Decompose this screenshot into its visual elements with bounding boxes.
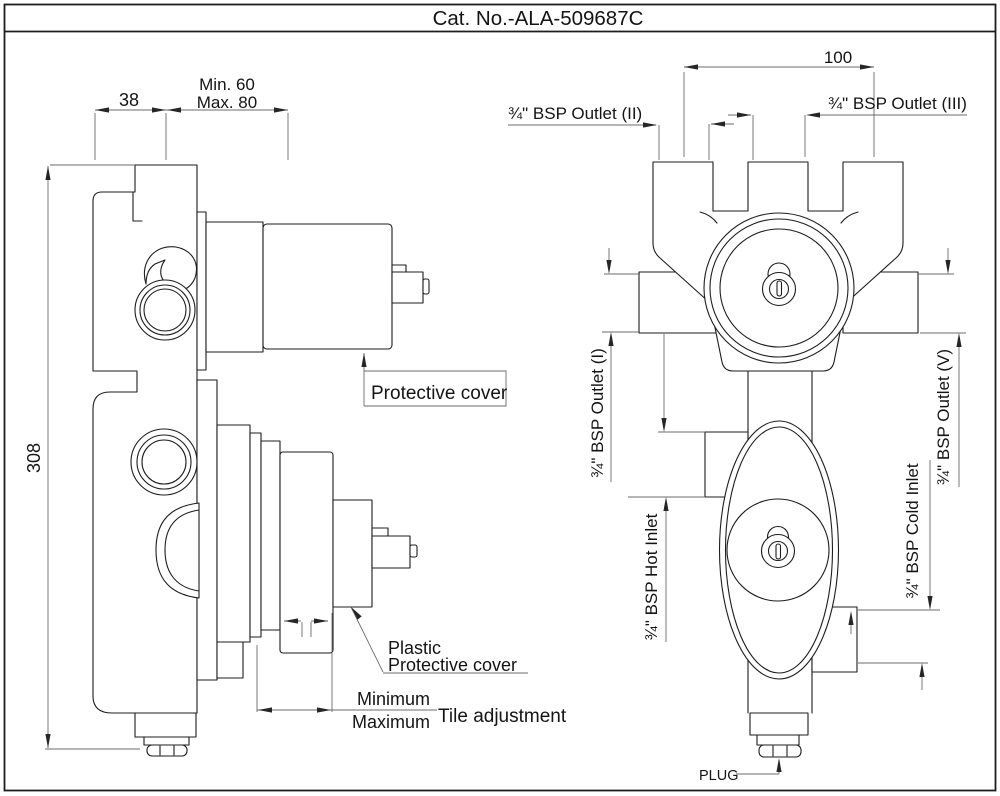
front-dial-screw-slot bbox=[776, 280, 783, 297]
arrowhead bbox=[663, 497, 669, 511]
front-diverter-screw-slot bbox=[775, 543, 782, 560]
arrowhead bbox=[711, 121, 725, 127]
arrowhead bbox=[919, 663, 925, 677]
side-upper-step-block bbox=[205, 221, 264, 353]
side-lower-block bbox=[216, 424, 251, 643]
arrowhead bbox=[95, 107, 109, 113]
outlet-3-label: ¾" BSP Outlet (III) bbox=[828, 94, 967, 113]
arrowhead bbox=[361, 353, 367, 367]
side-lower-boss-mid bbox=[136, 434, 192, 490]
side-plug-facets bbox=[159, 745, 175, 756]
side-upper-protective-cover bbox=[262, 223, 393, 350]
front-bottom-step bbox=[756, 734, 800, 746]
hot-inlet-label: ¾" BSP Hot Inlet bbox=[642, 513, 661, 640]
dim-38-label: 38 bbox=[119, 90, 139, 110]
cold-inlet-label: ¾" BSP Cold Inlet bbox=[903, 463, 922, 598]
front-plug-facets bbox=[772, 745, 788, 757]
side-upper-stem bbox=[391, 271, 424, 304]
dim-max80-label: Max. 80 bbox=[197, 93, 257, 112]
side-lower-plate-a bbox=[249, 432, 262, 638]
arrowhead bbox=[284, 618, 298, 624]
arrowhead bbox=[806, 112, 820, 118]
maximum-label: Maximum bbox=[352, 712, 430, 732]
arrowhead bbox=[167, 107, 181, 113]
arrowhead bbox=[776, 758, 782, 772]
arrowhead bbox=[152, 107, 166, 113]
arrowhead bbox=[945, 260, 951, 274]
sheet-border bbox=[3, 3, 997, 792]
side-lower-stem-tab bbox=[371, 527, 389, 537]
side-view: 38 Min. 60 Max. 80 308 Protective cover … bbox=[24, 75, 567, 757]
arrowhead bbox=[661, 418, 667, 432]
arrowhead bbox=[606, 260, 612, 274]
tile-adjustment-label: Tile adjustment bbox=[438, 706, 567, 727]
side-lower-stem-tip bbox=[409, 544, 418, 558]
arrowhead bbox=[860, 64, 874, 70]
arrowhead bbox=[608, 332, 614, 346]
arrowhead bbox=[351, 607, 362, 620]
side-body-step-line bbox=[132, 191, 143, 222]
side-arrowheads bbox=[45, 107, 367, 748]
arrowhead bbox=[317, 707, 331, 713]
outlet-2-label: ¾" BSP Outlet (II) bbox=[508, 104, 642, 123]
front-bottom-block bbox=[749, 712, 809, 736]
side-upper-boss-bore bbox=[143, 288, 187, 332]
dim-min60-label: Min. 60 bbox=[199, 75, 255, 94]
front-view: 100 ¾" BSP Outlet (II) ¾" BSP Outlet (II… bbox=[508, 48, 967, 784]
side-upper-boss-mid bbox=[139, 284, 191, 336]
arrowhead bbox=[956, 333, 962, 347]
front-arrowheads bbox=[606, 64, 962, 772]
dim-308-label: 308 bbox=[24, 443, 44, 473]
minimum-label: Minimum bbox=[357, 689, 430, 709]
arrowhead bbox=[684, 64, 698, 70]
dim-100-label: 100 bbox=[824, 48, 852, 67]
arrowhead bbox=[737, 112, 751, 118]
arrowhead bbox=[274, 107, 288, 113]
side-lower-boss-bore bbox=[141, 439, 187, 485]
plug-label: PLUG bbox=[699, 768, 739, 784]
arrowhead bbox=[45, 166, 51, 180]
arrowhead bbox=[643, 122, 657, 128]
side-lower-foot bbox=[216, 641, 244, 679]
arrowhead bbox=[45, 734, 51, 748]
front-dimension-lines bbox=[508, 66, 967, 775]
arrowhead bbox=[848, 611, 854, 625]
side-lower-boss-outer bbox=[130, 428, 198, 496]
side-override-hook-outer bbox=[143, 246, 197, 292]
side-knob-bulge-inner bbox=[164, 509, 200, 592]
plastic-cover-label-line2: Protective cover bbox=[388, 655, 517, 675]
title-block: Cat. No.-ALA-509687C bbox=[3, 3, 997, 792]
side-upper-stem-tab bbox=[391, 264, 407, 273]
side-lower-backplate bbox=[196, 379, 218, 681]
side-lower-plate-b bbox=[260, 440, 281, 631]
side-override-hook-inner bbox=[145, 259, 166, 285]
plastic-cover-label-line1: Plastic bbox=[388, 638, 441, 658]
side-lower-block-e bbox=[332, 499, 373, 608]
side-lower-plastic-cover bbox=[279, 451, 334, 654]
side-upper-backplate bbox=[196, 211, 207, 371]
side-knob-bulge bbox=[155, 502, 200, 599]
outlet-1-label: ¾" BSP Outlet (I) bbox=[588, 348, 607, 478]
side-plug bbox=[146, 744, 188, 757]
arrowhead bbox=[927, 596, 933, 610]
side-lower-stem bbox=[371, 535, 411, 569]
outlet-5-label: ¾" BSP Outlet (V) bbox=[934, 349, 953, 485]
front-plug bbox=[758, 744, 802, 758]
protective-cover-label: Protective cover bbox=[371, 383, 508, 404]
side-upper-stem-tip bbox=[422, 278, 430, 295]
arrowhead bbox=[314, 618, 328, 624]
arrowhead bbox=[258, 707, 272, 713]
side-bottom-step bbox=[143, 736, 190, 746]
side-bottom-block bbox=[134, 712, 197, 738]
page-title: Cat. No.-ALA-509687C bbox=[433, 7, 644, 30]
front-body-ear-curves bbox=[699, 211, 859, 224]
